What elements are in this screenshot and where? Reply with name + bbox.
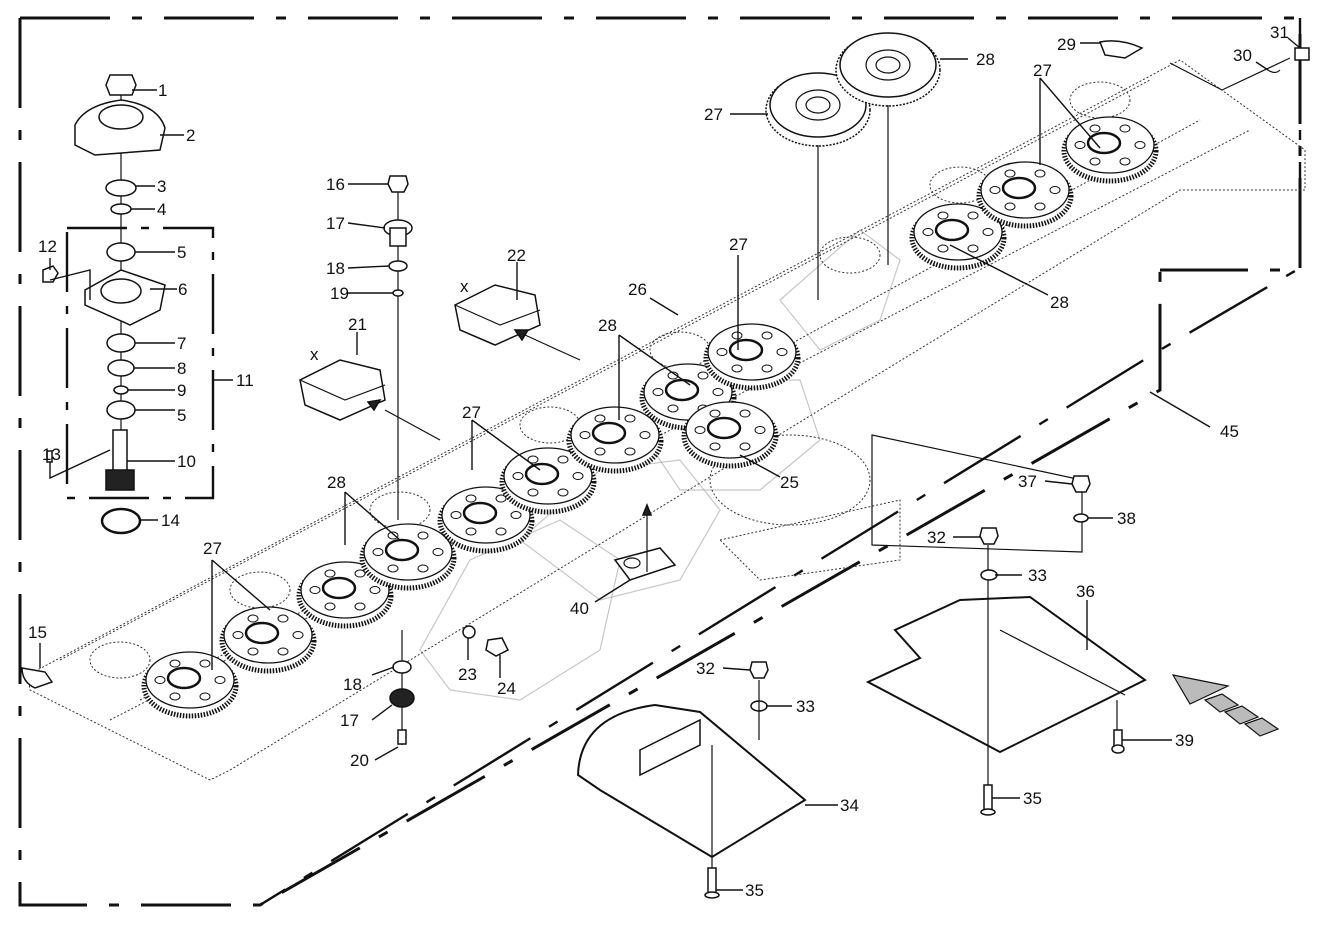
callout-27: 27 <box>729 235 748 254</box>
callout-40: 40 <box>570 599 589 618</box>
callout-36: 36 <box>1076 582 1095 601</box>
assembly-boundary <box>18 16 1302 907</box>
callout-35: 35 <box>1023 789 1042 808</box>
callout-27: 27 <box>1033 61 1052 80</box>
gear <box>909 203 1007 271</box>
callout-19: 19 <box>330 284 349 303</box>
callout-25: 25 <box>780 473 799 492</box>
callout-17: 17 <box>326 214 345 233</box>
gear-28-loose <box>835 32 941 107</box>
callout-29: 29 <box>1057 35 1076 54</box>
callout-27: 27 <box>704 105 723 124</box>
callout-11: 11 <box>236 371 254 390</box>
callout-18: 18 <box>326 259 345 278</box>
dimension-x-21: x <box>310 345 319 364</box>
insert-21: x <box>299 345 441 441</box>
callout-5: 5 <box>177 243 186 262</box>
callout-32: 32 <box>927 528 946 547</box>
gear-train <box>141 116 1159 719</box>
callout-28: 28 <box>1050 293 1069 312</box>
callout-23: 23 <box>458 665 477 684</box>
callout-5: 5 <box>177 406 186 425</box>
lower-bolt-stack <box>389 625 510 745</box>
subassembly-11-box <box>65 226 215 500</box>
callout-7: 7 <box>177 334 186 353</box>
gear <box>703 323 801 391</box>
callout-45: 45 <box>1220 422 1239 441</box>
nut-washer-32-33 <box>749 527 999 740</box>
gear <box>296 561 394 629</box>
callout-3: 3 <box>157 177 166 196</box>
gear <box>437 486 535 554</box>
callout-31: 31 <box>1270 23 1289 42</box>
callout-20: 20 <box>350 751 369 770</box>
callout-21: 21 <box>348 315 367 334</box>
callout-1: 1 <box>158 81 167 100</box>
dimension-x-22: x <box>460 277 469 296</box>
callout-4: 4 <box>157 200 166 219</box>
gear <box>219 606 317 674</box>
callout-30: 30 <box>1233 46 1252 65</box>
callout-28: 28 <box>327 473 346 492</box>
callout-33: 33 <box>796 697 815 716</box>
gear <box>359 523 457 591</box>
callout-33: 33 <box>1028 566 1047 585</box>
callout-26: 26 <box>628 280 647 299</box>
callout-15: 15 <box>28 623 47 642</box>
callout-32: 32 <box>696 659 715 678</box>
leader-lines <box>39 37 1301 891</box>
clip-40 <box>613 502 677 581</box>
callout-38: 38 <box>1117 509 1136 528</box>
gear <box>141 651 239 719</box>
callout-24: 24 <box>497 679 516 698</box>
bracket-37-38 <box>871 434 1091 553</box>
callout-22: 22 <box>507 246 526 265</box>
gear <box>681 401 779 469</box>
callout-16: 16 <box>326 175 345 194</box>
callout-27: 27 <box>462 403 481 422</box>
callout-10: 10 <box>177 452 196 471</box>
callout-18: 18 <box>343 675 362 694</box>
gear <box>1061 116 1159 184</box>
travel-direction-arrow <box>1171 674 1280 737</box>
callout-9: 9 <box>177 381 186 400</box>
callout-28: 28 <box>598 316 617 335</box>
skid-plate-34 <box>576 703 807 885</box>
callout-27: 27 <box>203 539 222 558</box>
callout-39: 39 <box>1175 731 1194 750</box>
part-29-30-31 <box>1098 40 1310 91</box>
bolt-stack-16-19 <box>383 175 413 520</box>
callout-35: 35 <box>745 881 764 900</box>
callout-8: 8 <box>177 359 186 378</box>
callout-28: 28 <box>976 50 995 69</box>
gear <box>976 161 1074 229</box>
callout-6: 6 <box>178 280 187 299</box>
callout-37: 37 <box>1018 472 1037 491</box>
gear <box>499 447 597 515</box>
part-15 <box>21 667 54 689</box>
callout-2: 2 <box>186 126 195 145</box>
gear-27-loose <box>765 72 871 147</box>
gear <box>566 406 664 474</box>
spindle-stack <box>42 74 166 535</box>
screws-35-39 <box>704 729 1125 899</box>
callout-12: 12 <box>38 237 57 256</box>
skid-plate-36 <box>865 545 1147 800</box>
insert-22: x <box>454 277 581 361</box>
callout-labels: 1 2 3 4 5 5 6 7 8 9 10 11 12 13 14 15 16… <box>28 23 1289 900</box>
callout-34: 34 <box>840 796 859 815</box>
callout-13: 13 <box>42 445 61 464</box>
callout-14: 14 <box>161 511 180 530</box>
callout-17: 17 <box>340 711 359 730</box>
